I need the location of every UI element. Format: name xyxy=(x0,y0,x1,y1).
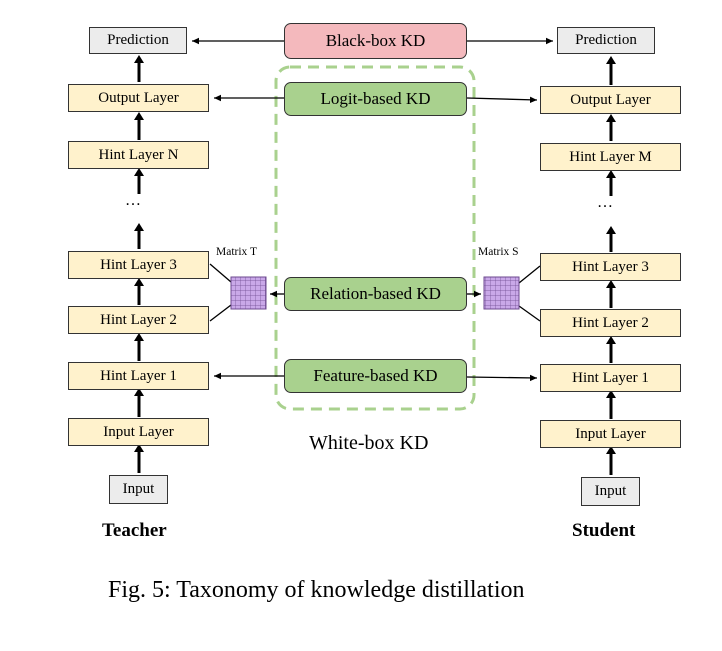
black-box-kd: Black-box KD xyxy=(284,23,467,59)
student-hint-layer-1: Hint Layer 1 xyxy=(540,364,681,392)
matrix-t-label: Matrix T xyxy=(216,246,257,258)
student-hint-layer-2: Hint Layer 2 xyxy=(540,309,681,337)
teacher-hint-layer-n: Hint Layer N xyxy=(68,141,209,169)
teacher-hint-layer-2: Hint Layer 2 xyxy=(68,306,209,334)
feature-based-kd: Feature-based KD xyxy=(284,359,467,393)
logit-based-kd: Logit-based KD xyxy=(284,82,467,116)
relation-based-kd: Relation-based KD xyxy=(284,277,467,311)
student-flow-heads xyxy=(606,56,616,454)
student-ellipsis: … xyxy=(597,194,614,211)
white-box-region xyxy=(274,65,476,411)
figure-caption: Fig. 5: Taxonomy of knowledge distillati… xyxy=(108,577,525,603)
student-hint-layer-3: Hint Layer 3 xyxy=(540,253,681,281)
teacher-flow-heads xyxy=(134,55,144,452)
student-input-layer: Input Layer xyxy=(540,420,681,448)
teacher-title: Teacher xyxy=(102,520,167,541)
student-hint-layer-m: Hint Layer M xyxy=(540,143,681,171)
teacher-input: Input xyxy=(109,475,168,504)
student-prediction: Prediction xyxy=(557,27,655,54)
student-output-layer: Output Layer xyxy=(540,86,681,114)
teacher-input-layer: Input Layer xyxy=(68,418,209,446)
student-title: Student xyxy=(572,520,636,541)
teacher-prediction: Prediction xyxy=(89,27,187,54)
matrix-t-grid xyxy=(230,276,267,310)
teacher-output-layer: Output Layer xyxy=(68,84,209,112)
white-box-kd-label: White-box KD xyxy=(309,432,429,454)
kd-arrows xyxy=(192,37,553,382)
matrix-s-grid xyxy=(483,276,520,310)
student-input: Input xyxy=(581,477,640,506)
teacher-hint-layer-3: Hint Layer 3 xyxy=(68,251,209,279)
teacher-hint-layer-1: Hint Layer 1 xyxy=(68,362,209,390)
matrix-s-label: Matrix S xyxy=(478,246,519,258)
teacher-ellipsis: … xyxy=(125,192,142,209)
